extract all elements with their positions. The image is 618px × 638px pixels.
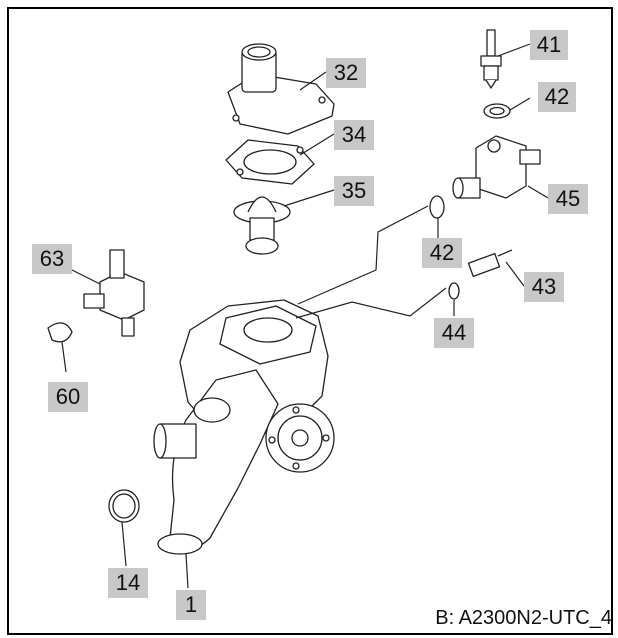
part-34-gasket <box>225 139 315 185</box>
callout-14: 14 <box>108 568 148 598</box>
callout-34: 34 <box>334 120 374 150</box>
part-45-fitting <box>452 135 541 199</box>
part-63-tee <box>83 249 145 337</box>
callout-41: 41 <box>530 30 568 60</box>
callout-44: 44 <box>434 318 474 348</box>
callout-63: 63 <box>32 244 72 274</box>
callout-32: 32 <box>326 58 366 88</box>
leader-lines <box>61 43 549 589</box>
callout-60: 60 <box>48 382 88 412</box>
part-35-thermostat <box>233 196 291 255</box>
part-32-thermostat-cover <box>227 43 335 135</box>
callout-1: 1 <box>176 590 206 620</box>
part-44-oring <box>448 282 460 300</box>
part-41-sender <box>480 29 502 89</box>
part-42-washer-mid <box>429 195 445 219</box>
part-43-sensor <box>467 249 513 278</box>
part-60-clamp <box>47 322 73 343</box>
callout-45: 45 <box>548 184 588 214</box>
diagram-frame <box>7 7 613 635</box>
reference-code: B: A2300N2-UTC_4 <box>435 607 612 629</box>
callout-42-mid: 42 <box>422 238 462 268</box>
callout-42-top: 42 <box>538 82 576 112</box>
callout-43: 43 <box>524 272 564 302</box>
part-1-water-pump <box>153 299 335 555</box>
callout-35: 35 <box>334 176 374 206</box>
